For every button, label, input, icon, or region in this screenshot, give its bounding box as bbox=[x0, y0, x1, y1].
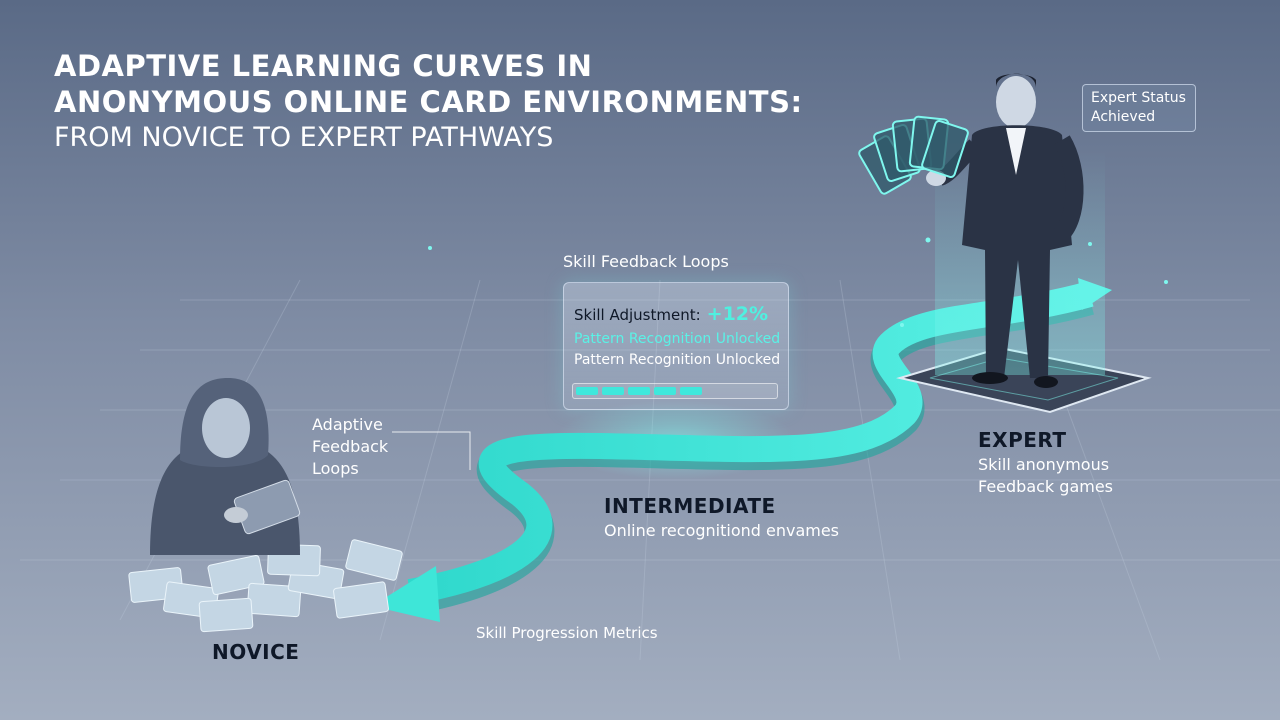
stage-expert-desc-line-1: Skill anonymous bbox=[978, 455, 1110, 474]
expert-cards bbox=[858, 115, 969, 195]
title-line-1: ADAPTIVE LEARNING CURVES IN bbox=[54, 49, 593, 83]
stage-intermediate-label: INTERMEDIATE bbox=[604, 494, 776, 518]
skill-progress-fill bbox=[576, 387, 702, 395]
stage-novice-label: NOVICE bbox=[212, 640, 300, 664]
skill-adjustment-row: Skill Adjustment: +12% bbox=[574, 303, 768, 325]
progress-segment bbox=[654, 387, 676, 395]
stage-intermediate-desc: Online recognitiond envames bbox=[604, 521, 840, 540]
sparkles bbox=[428, 237, 1168, 327]
feedback-panel: Skill Adjustment: +12% Pattern Recognitio… bbox=[563, 282, 789, 410]
skill-progress-bar bbox=[572, 383, 778, 399]
adaptive-feedback-line-3: Loops bbox=[312, 459, 359, 478]
skill-adjustment-label: Skill Adjustment: bbox=[574, 306, 701, 324]
expert-figure bbox=[926, 73, 1084, 388]
skill-progression-metrics-label: Skill Progression Metrics bbox=[476, 624, 658, 642]
unlock-text: Pattern Recognition Unlocked bbox=[574, 352, 781, 368]
progress-segment bbox=[602, 387, 624, 395]
progress-path bbox=[407, 281, 1094, 605]
adaptive-feedback-line-1: Adaptive bbox=[312, 415, 383, 434]
title-block: ADAPTIVE LEARNING CURVES IN ANONYMOUS ON… bbox=[54, 48, 803, 156]
novice-cards bbox=[128, 539, 403, 633]
stage-expert-label: EXPERT bbox=[978, 428, 1067, 452]
expert-status-badge: Expert Status Achieved bbox=[1082, 84, 1196, 132]
skill-adjustment-value: +12% bbox=[706, 303, 769, 325]
adaptive-feedback-line-2: Feedback bbox=[312, 437, 389, 456]
feedback-panel-title: Skill Feedback Loops bbox=[563, 252, 729, 271]
title-line-3: FROM NOVICE TO EXPERT PATHWAYS bbox=[54, 122, 554, 153]
progress-segment bbox=[628, 387, 650, 395]
adaptive-connector bbox=[392, 431, 471, 470]
path-arrowhead bbox=[372, 566, 440, 622]
novice-figure bbox=[150, 378, 301, 555]
title-line-2: ANONYMOUS ONLINE CARD ENVIRONMENTS: bbox=[54, 85, 803, 119]
unlock-text-highlight: Pattern Recognition Unlocked bbox=[574, 331, 781, 347]
stage-expert-desc-line-2: Feedback games bbox=[978, 477, 1114, 496]
expert-status-text: Expert Status Achieved bbox=[1091, 90, 1186, 125]
progress-segment bbox=[680, 387, 702, 395]
progress-segment bbox=[576, 387, 598, 395]
stage-expert-desc: Skill anonymous Feedback games bbox=[978, 454, 1113, 498]
adaptive-feedback-label: Adaptive Feedback Loops bbox=[312, 414, 388, 480]
